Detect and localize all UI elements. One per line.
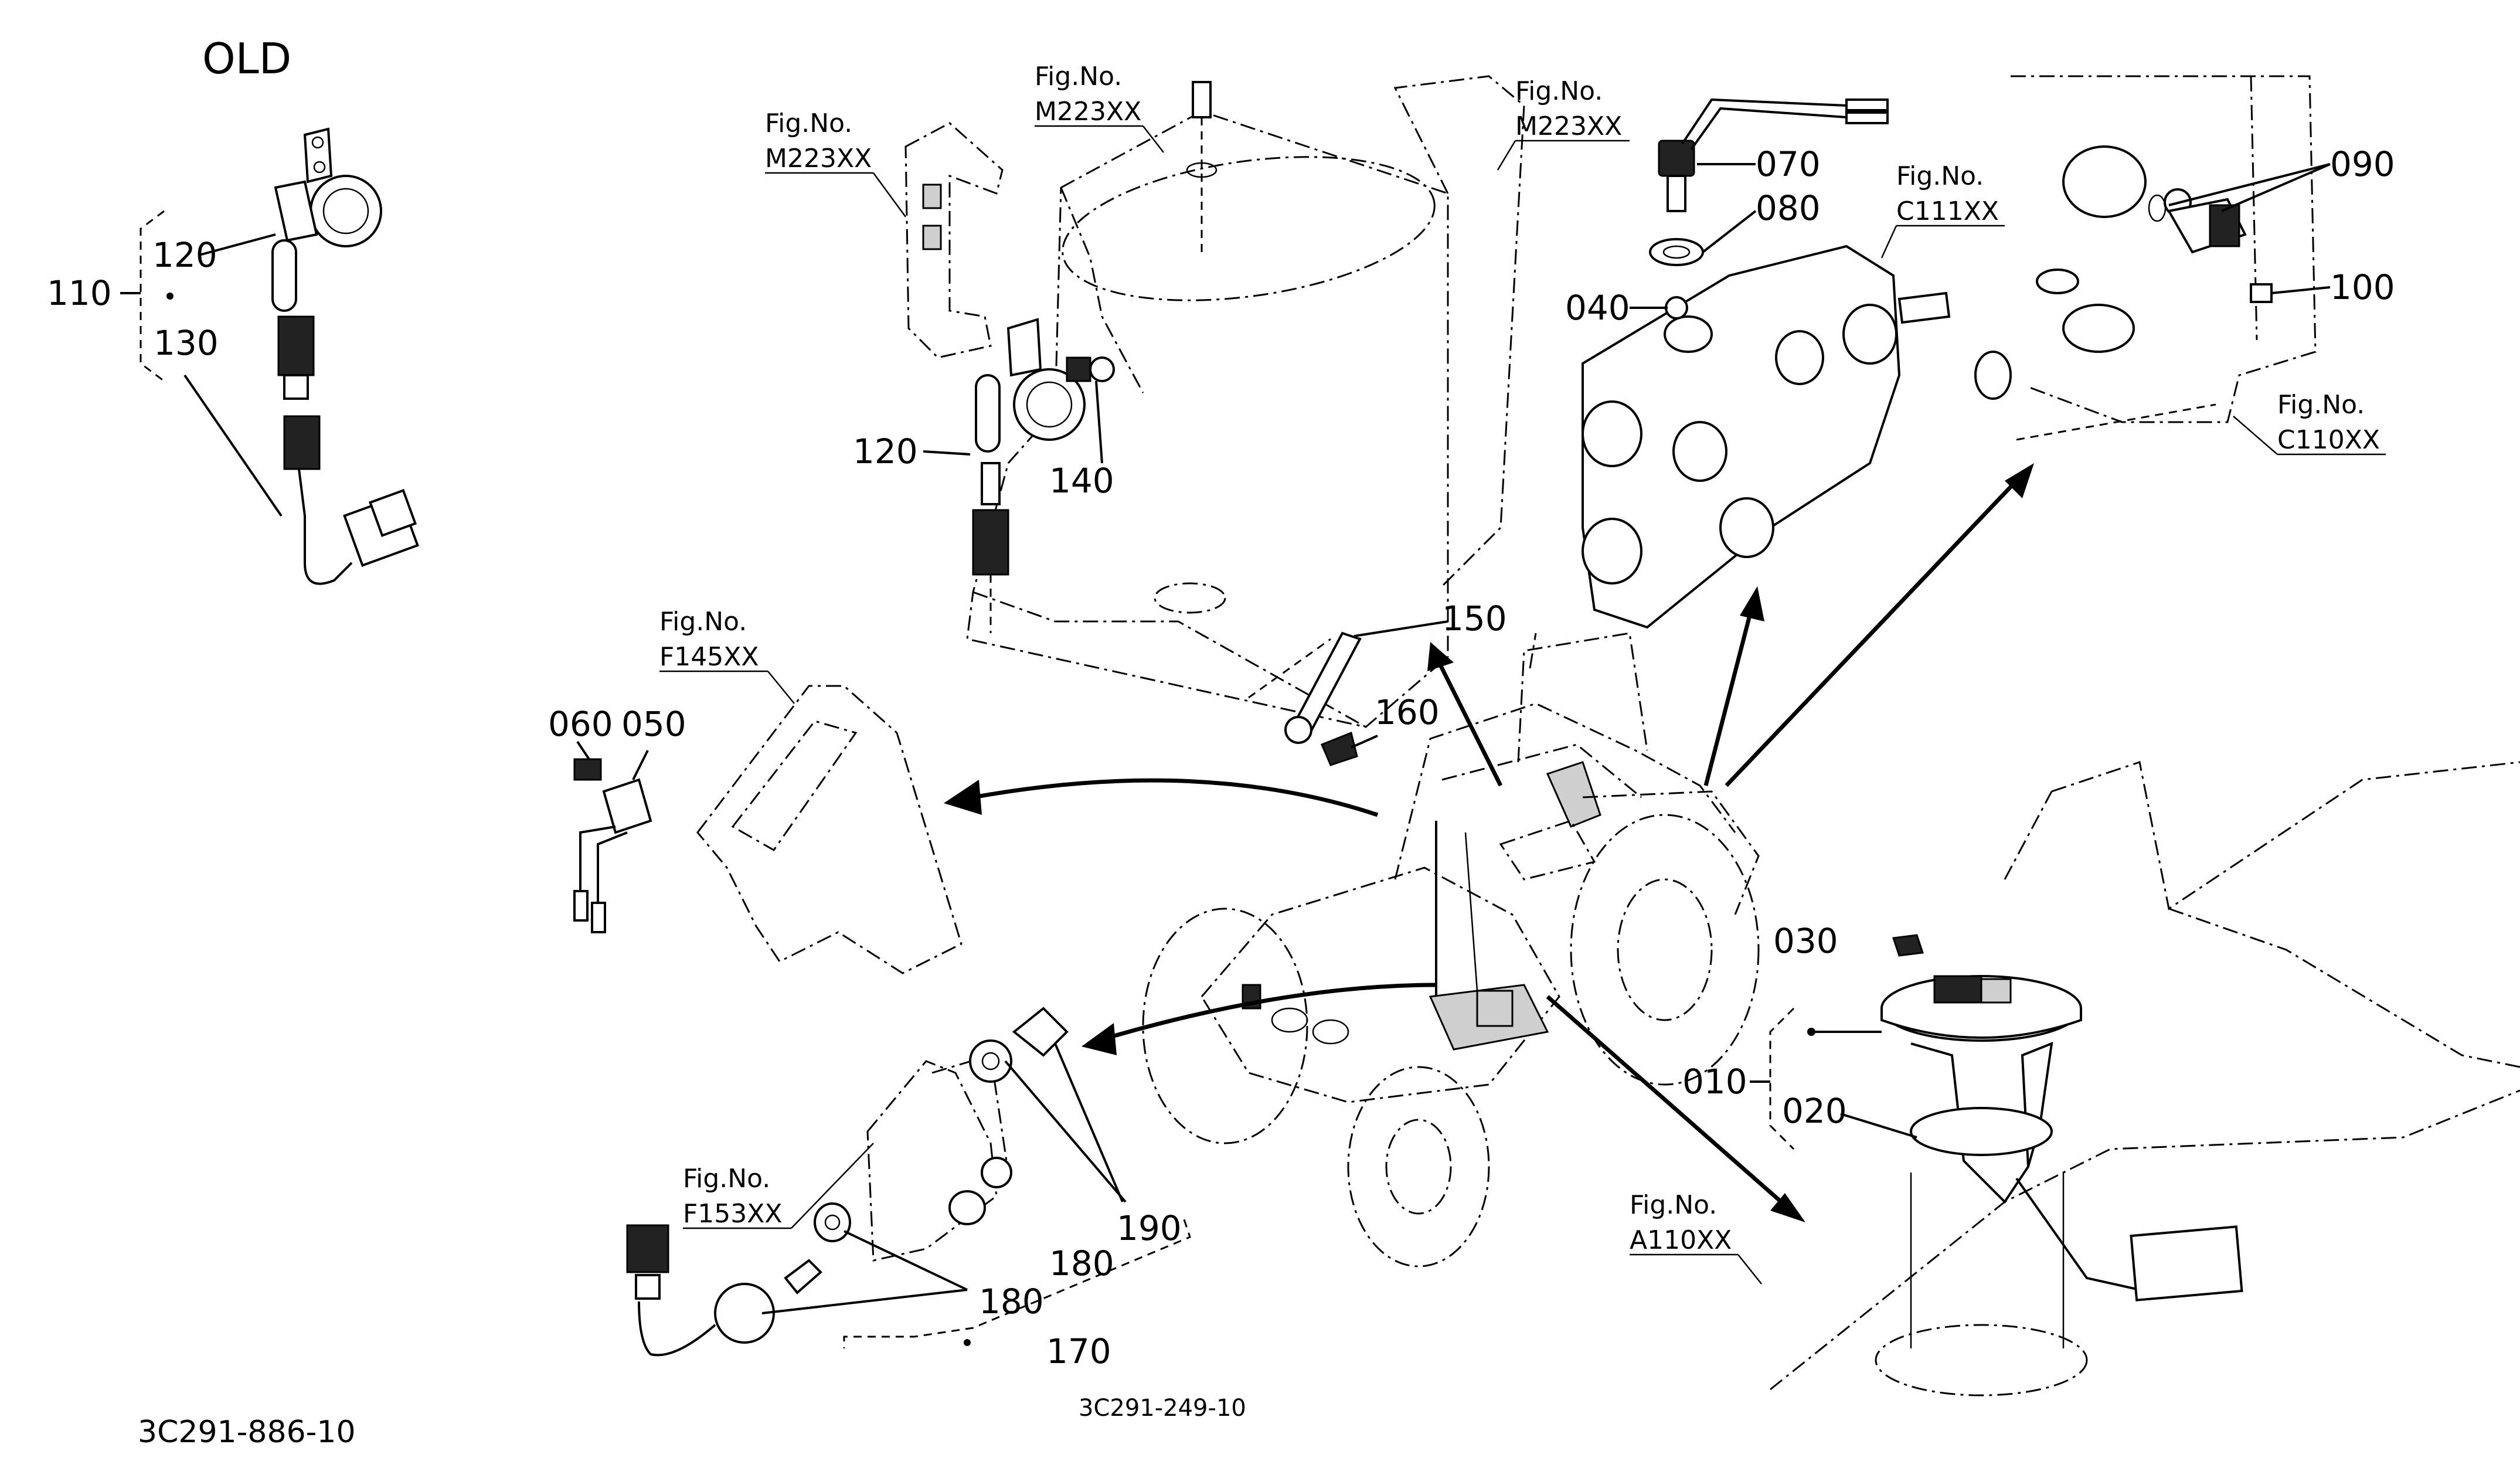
- arrow-to-transmission: [1725, 479, 2018, 787]
- part-030: 030: [1773, 921, 1838, 961]
- part-080: 080: [1756, 188, 1821, 228]
- arrow-to-tank: [1434, 655, 1503, 787]
- fig-caption-m223-right: Fig.No.: [1515, 76, 1603, 106]
- fig-ref-c111: C111XX: [1896, 196, 1999, 226]
- part-010: 010: [1682, 1062, 1747, 1102]
- part-140: 140: [1049, 461, 1114, 501]
- pressure-switch-group: 190 180 180 170 Fig.No. F153XX: [626, 1007, 1191, 1371]
- part-160: 160: [1375, 692, 1440, 732]
- old-drawing-code: 3C291-886-10: [138, 1415, 356, 1450]
- arrow-to-pressure-switch: [1107, 983, 1437, 1040]
- arrowhead-pressure-switch: [1082, 1023, 1117, 1055]
- part-040: 040: [1565, 288, 1630, 328]
- fig-caption-m223-left: Fig.No.: [765, 108, 852, 138]
- fig-caption-c110: Fig.No.: [2277, 390, 2365, 420]
- fig-ref-m223-right: M223XX: [1515, 111, 1622, 141]
- hydraulic-valve-group: 070 080 040 Fig.No. C111XX: [1565, 98, 2005, 629]
- main-drawing-code: 3C291-249-10: [1079, 1395, 1246, 1422]
- part-170: 170: [1046, 1331, 1111, 1371]
- transmission-case-group: 090 100 Fig.No. C110XX: [1974, 75, 2395, 456]
- part-150: 150: [1442, 599, 1507, 638]
- old-sender-assembly: OLD 110 120 130 3C291-886-10: [47, 34, 419, 1450]
- callout-arrows: [944, 463, 2034, 1222]
- fig-caption-f145: Fig.No.: [659, 607, 747, 637]
- fig-caption-c111: Fig.No.: [1896, 161, 1984, 191]
- part-180-b: 180: [979, 1282, 1044, 1321]
- tractor-illustration: [1142, 632, 1760, 1267]
- fig-caption-a110: Fig.No.: [1630, 1190, 1717, 1220]
- arrowhead-valve: [1740, 586, 1764, 621]
- fuel-gauge-sender-group: 030 010 020 Fig.No. A110XX: [1630, 761, 2520, 1396]
- fig-ref-f153: F153XX: [683, 1199, 783, 1229]
- part-100: 100: [2330, 267, 2395, 307]
- part-110: 110: [47, 273, 112, 313]
- part-060: 060: [548, 704, 613, 744]
- fig-ref-f145: F145XX: [659, 642, 759, 672]
- arrow-to-switch-bracket: [972, 778, 1379, 817]
- part-070: 070: [1756, 144, 1821, 184]
- arrowhead-transmission: [2005, 463, 2034, 498]
- part-120: 120: [853, 431, 918, 471]
- part-120-old: 120: [152, 235, 217, 275]
- part-130: 130: [154, 323, 219, 363]
- part-050: 050: [621, 704, 686, 744]
- fuel-tank-group: 120 140 150 160 Fig.No. M223XX Fig.No. M…: [765, 62, 1630, 766]
- part-090: 090: [2330, 144, 2395, 184]
- arrowhead-fuel-sender: [1770, 1193, 1805, 1222]
- fig-ref-c110: C110XX: [2277, 425, 2380, 455]
- fig-ref-a110: A110XX: [1630, 1225, 1732, 1255]
- switch-bracket-group: 060 050 Fig.No. F145XX: [548, 607, 963, 974]
- arrow-to-valve: [1703, 603, 1755, 786]
- fig-caption-m223-mid: Fig.No.: [1035, 62, 1122, 91]
- part-190: 190: [1117, 1208, 1182, 1248]
- fig-ref-m223-mid: M223XX: [1035, 97, 1141, 127]
- arrowhead-tank: [1427, 642, 1454, 671]
- part-020: 020: [1782, 1091, 1847, 1131]
- arrowhead-switch-bracket: [944, 780, 982, 815]
- part-180-a: 180: [1049, 1243, 1114, 1283]
- fig-caption-f153: Fig.No.: [683, 1164, 770, 1194]
- fig-ref-m223-left: M223XX: [765, 144, 872, 174]
- arrow-to-fuel-sender: [1546, 995, 1790, 1209]
- old-label: OLD: [202, 34, 291, 83]
